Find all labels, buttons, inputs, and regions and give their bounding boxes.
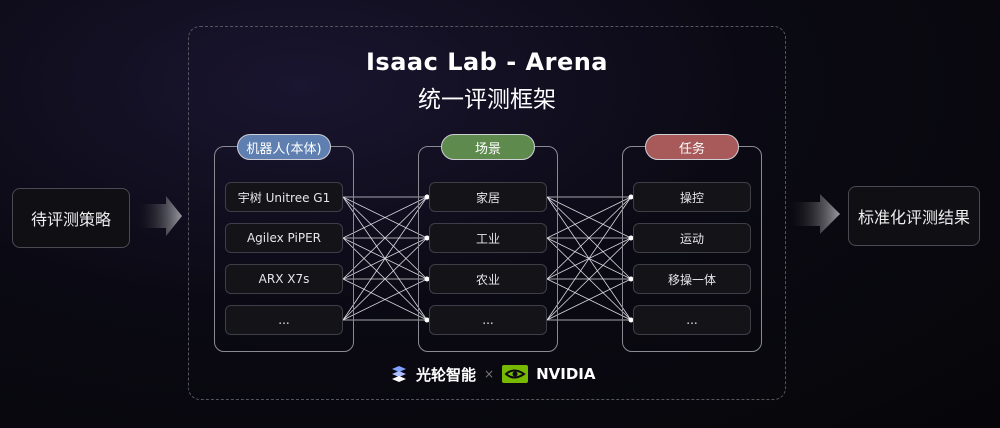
separator: ×	[484, 367, 495, 381]
scene-item: 农业	[429, 264, 547, 294]
page-subtitle: 统一评测框架	[418, 87, 556, 113]
input-policy-box: 待评测策略	[12, 188, 130, 248]
scene-item: 工业	[429, 223, 547, 253]
connection-line	[546, 196, 632, 280]
robot-item: Agilex PiPER	[225, 223, 343, 253]
page-title: Isaac Lab - Arena	[366, 48, 608, 76]
framework-frame	[188, 26, 786, 400]
connection-line	[546, 237, 632, 321]
nvidia-eye-icon	[502, 365, 529, 383]
logo-bar: 光轮智能 × NVIDIA	[390, 362, 620, 386]
task-item: ...	[633, 305, 751, 335]
connection-node	[424, 235, 430, 241]
connection-node	[424, 194, 430, 200]
robot-item: 宇树 Unitree G1	[225, 182, 343, 212]
connection-line	[342, 196, 428, 321]
connection-node	[628, 194, 634, 200]
task-column-header: 任务	[645, 134, 739, 160]
robot-column-header: 机器人(本体)	[237, 134, 331, 160]
connection-line	[342, 237, 428, 321]
connection-line	[546, 196, 632, 321]
task-item: 运动	[633, 223, 751, 253]
output-arrow	[790, 194, 840, 234]
task-item: 移操一体	[633, 264, 751, 294]
connection-node	[424, 276, 430, 282]
scene-item: ...	[429, 305, 547, 335]
nvidia-logo-text: NVIDIA	[536, 365, 596, 383]
connection-line	[342, 196, 428, 280]
task-item: 操控	[633, 182, 751, 212]
connection-node	[424, 317, 430, 323]
output-result-box: 标准化评测结果	[848, 186, 980, 246]
connection-node	[628, 317, 634, 323]
guanglun-logo-icon	[392, 366, 406, 382]
connection-line	[546, 196, 632, 239]
robot-item: ...	[225, 305, 343, 335]
connection-node	[628, 276, 634, 282]
robot-item: ARX X7s	[225, 264, 343, 294]
scene-item: 家居	[429, 182, 547, 212]
connection-line	[342, 278, 428, 321]
connection-node	[628, 235, 634, 241]
input-arrow	[138, 196, 182, 236]
scene-column-header: 场景	[441, 134, 535, 160]
connection-line	[546, 278, 632, 321]
connection-line	[342, 196, 428, 239]
guanglun-logo-text: 光轮智能	[416, 365, 477, 384]
